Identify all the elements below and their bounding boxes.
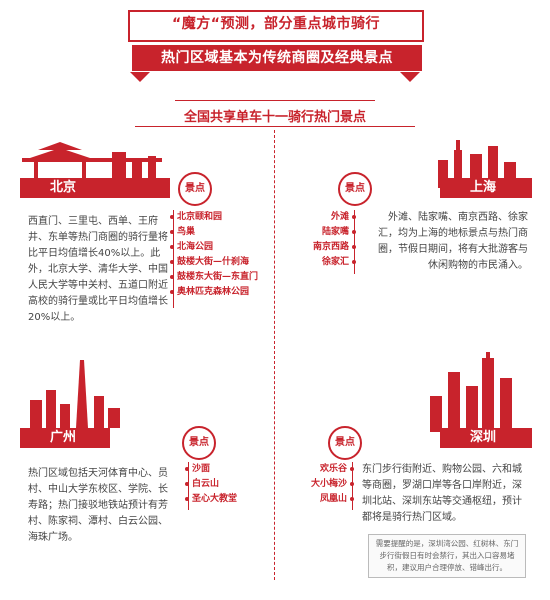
spot-item: 沙面	[185, 462, 237, 477]
spot-item: 北京颐和园	[170, 210, 258, 225]
shanghai-city-bar	[440, 178, 532, 198]
guangzhou-skyline-icon	[30, 360, 120, 428]
footnote: 需要提醒的是，深圳湾公园、红树林、东门步行街假日有时会禁行，其出入口容易堵积，建…	[368, 534, 526, 578]
beijing-spots-line	[173, 210, 174, 308]
spot-item: 大小梅沙	[284, 477, 354, 492]
spot-item: 奥林匹克森林公园	[170, 285, 258, 300]
shenzhen-spot-list: 欢乐谷 大小梅沙 凤凰山	[284, 462, 354, 507]
shenzhen-description: 东门步行街附近、购物公园、六和城等商圈，罗湖口岸等各口岸附近，深圳北站、深圳东站…	[362, 464, 522, 523]
spot-item: 陆家嘴	[290, 225, 356, 240]
spot-item: 鼓楼东大街—东直门	[170, 270, 258, 285]
guangzhou-city-bar	[20, 428, 110, 448]
shanghai-description: 外滩、陆家嘴、南京西路、徐家汇，均为上海的地标景点与热门商圈，节假日期间，将有大…	[378, 212, 528, 271]
beijing-skyline-icon	[22, 142, 162, 184]
title-frame	[128, 10, 424, 42]
title-band	[132, 45, 422, 71]
page-title-line1: “魔方“预测，部分重点城市骑行	[172, 16, 380, 32]
shenzhen-city-name: 深圳	[470, 430, 497, 445]
page-title-line2: 热门区域基本为传统商圈及经典景点	[161, 50, 393, 66]
spot-item: 白云山	[185, 477, 237, 492]
beijing-description: 西直门、三里屯、西单、王府井、东单等热门商圈的骑行量将比平日均值增长40%以上。…	[28, 216, 168, 323]
subtitle-divider-bottom	[135, 126, 415, 127]
spot-item: 南京西路	[290, 240, 356, 255]
spot-item: 外滩	[290, 210, 356, 225]
guangzhou-city-name: 广州	[50, 430, 77, 445]
shanghai-spots-badge: 景点	[338, 172, 372, 206]
shenzhen-spots-line	[352, 462, 353, 510]
spot-item: 圣心大教堂	[185, 492, 237, 507]
header-ribbon-icon	[130, 72, 420, 82]
spot-item: 欢乐谷	[284, 462, 354, 477]
beijing-spot-list: 北京颐和园 鸟巢 北海公园 鼓楼大街—什刹海 鼓楼东大街—东直门 奥林匹克森林公…	[170, 210, 258, 300]
center-divider	[274, 130, 275, 580]
spot-item: 北海公园	[170, 240, 258, 255]
guangzhou-description: 热门区域包括天河体育中心、员村、中山大学东校区、学院、长寿路；热门接驳地铁站预计…	[28, 468, 168, 543]
guangzhou-spots-line	[188, 462, 189, 510]
page-subtitle: 全国共享单车十一骑行热门景点	[183, 110, 366, 125]
shenzhen-spots-badge: 景点	[328, 426, 362, 460]
beijing-spots-badge: 景点	[178, 172, 212, 206]
shanghai-spot-list: 外滩 陆家嘴 南京西路 徐家汇	[290, 210, 356, 270]
spot-item: 徐家汇	[290, 255, 356, 270]
spot-item: 鼓楼大街—什刹海	[170, 255, 258, 270]
beijing-city-bar	[20, 178, 170, 198]
beijing-city-name: 北京	[50, 180, 77, 195]
spot-item: 鸟巢	[170, 225, 258, 240]
guangzhou-spot-list: 沙面 白云山 圣心大教堂	[185, 462, 237, 507]
subtitle-divider-top	[175, 100, 375, 101]
shanghai-city-name: 上海	[470, 180, 497, 195]
spot-item: 凤凰山	[284, 492, 354, 507]
shanghai-spots-line	[354, 210, 355, 274]
shenzhen-skyline-icon	[430, 352, 512, 432]
shenzhen-city-bar	[440, 428, 532, 448]
guangzhou-spots-badge: 景点	[182, 426, 216, 460]
